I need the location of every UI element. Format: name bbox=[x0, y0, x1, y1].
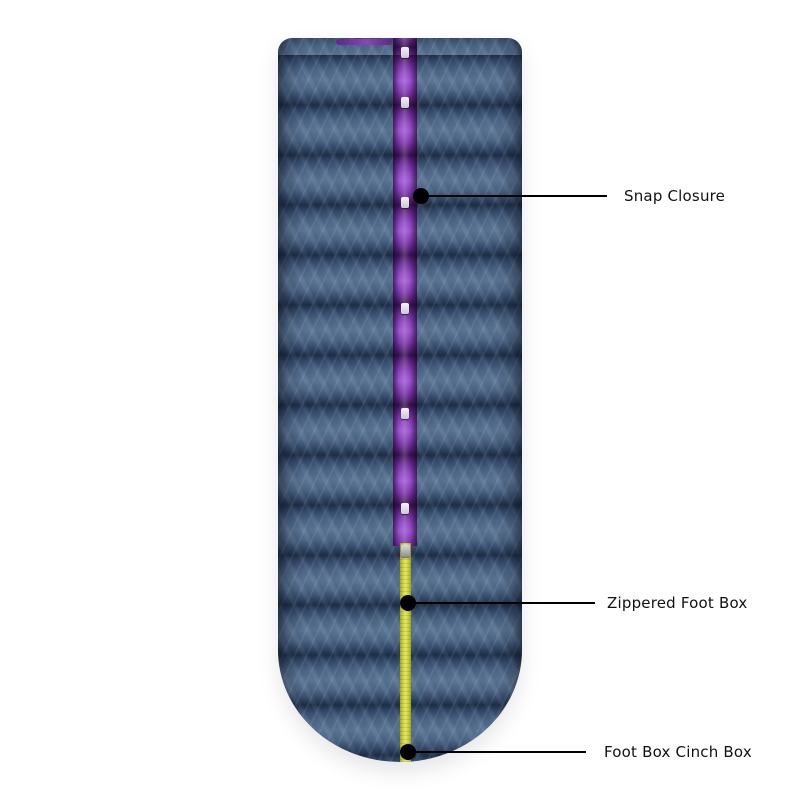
zipper-slider-icon bbox=[401, 545, 410, 557]
callout-snap-closure: Snap Closure bbox=[413, 187, 726, 205]
callout-foot-box-cinch: Foot Box Cinch Box bbox=[400, 743, 752, 761]
snap-fastener-icon bbox=[401, 303, 409, 314]
callout-leader-line bbox=[416, 751, 586, 753]
snap-fastener-icon bbox=[401, 97, 409, 108]
snap-fastener-icon bbox=[401, 197, 409, 208]
callout-dot-icon bbox=[413, 188, 429, 204]
callout-dot-icon bbox=[400, 595, 416, 611]
callout-zippered-foot-box: Zippered Foot Box bbox=[400, 594, 748, 612]
snap-closure-strip bbox=[393, 38, 417, 546]
quilt-top-lining bbox=[336, 39, 392, 45]
snap-fastener-icon bbox=[401, 503, 409, 514]
snap-fastener-icon bbox=[401, 408, 409, 419]
foot-box-zipper bbox=[400, 543, 411, 762]
callout-label: Snap Closure bbox=[624, 187, 726, 205]
callout-label: Zippered Foot Box bbox=[607, 594, 748, 612]
callout-label: Foot Box Cinch Box bbox=[604, 743, 752, 761]
snap-fastener-icon bbox=[401, 47, 409, 58]
quilt-product-image bbox=[278, 38, 522, 762]
callout-dot-icon bbox=[400, 744, 416, 760]
callout-leader-line bbox=[416, 602, 595, 604]
callout-leader-line bbox=[429, 195, 607, 197]
